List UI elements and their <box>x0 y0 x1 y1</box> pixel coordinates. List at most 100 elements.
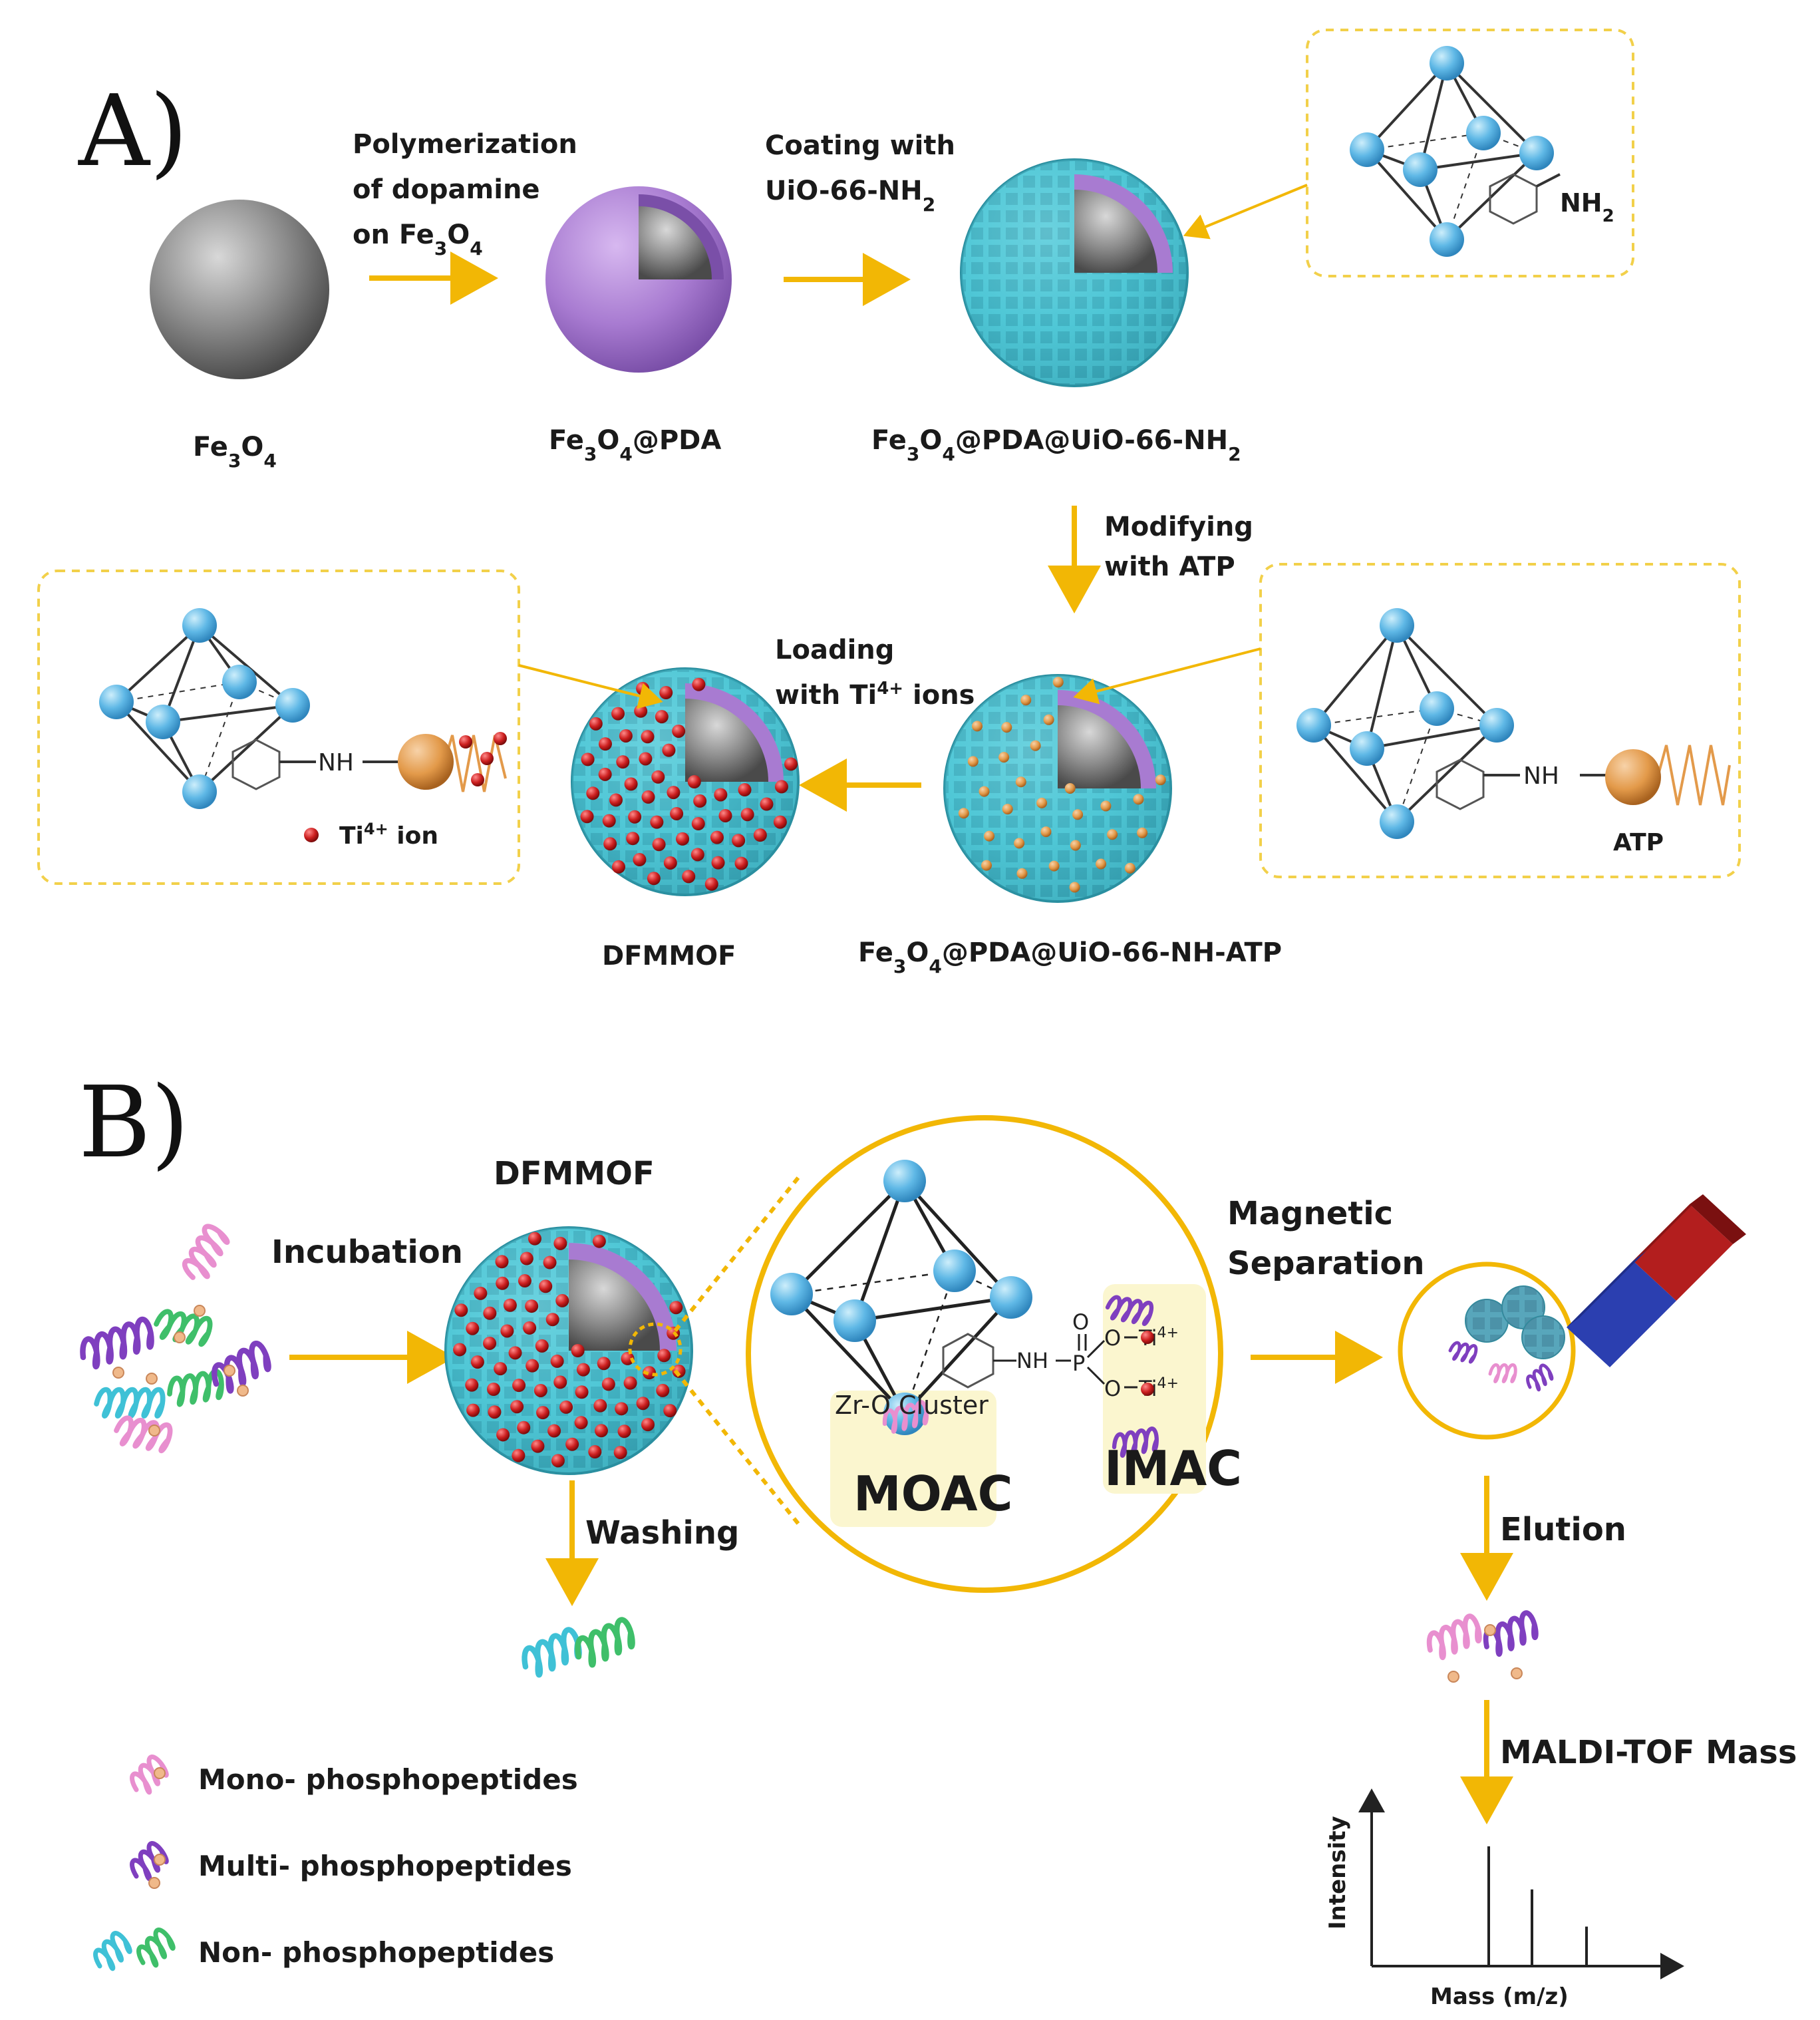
svg-text:NH: NH <box>1016 1348 1048 1373</box>
ti-ion-dot <box>574 1416 588 1430</box>
ti-ion-dot <box>518 1274 531 1288</box>
fe3o4-pda-uio-label: Fe3O4@PDA@UiO-66-NH2 <box>871 425 1241 465</box>
atp-dot <box>1096 858 1107 870</box>
washed-peptides <box>522 1617 635 1678</box>
phosphate-group <box>1484 1624 1496 1636</box>
multi-phosphopeptide <box>212 1340 271 1394</box>
atp-dot <box>1030 740 1041 751</box>
ti-ion-dot <box>657 1349 671 1363</box>
atp-dot <box>1043 714 1054 725</box>
ti-ion-dot <box>732 834 746 848</box>
ti-ion-dot <box>454 1303 468 1317</box>
ti-ion-dot <box>663 856 677 870</box>
ti-ion-dot <box>615 1402 629 1416</box>
phosphate-group <box>112 1367 124 1379</box>
svg-text:Polymerization: Polymerization <box>353 129 577 160</box>
pointer-atp-inset <box>1073 647 1261 705</box>
ti-ion-dot <box>531 1439 545 1453</box>
ti-ion-dot <box>617 1425 631 1438</box>
atp-dot <box>1002 804 1013 815</box>
multi-phosphopeptide <box>1105 1295 1154 1326</box>
ti-ion-dot <box>784 757 798 771</box>
ti-ion-dot <box>592 1234 606 1248</box>
ti-ion-dot <box>662 743 676 757</box>
ti-ion-dot <box>559 1400 573 1414</box>
ti-ion-dot <box>580 810 594 824</box>
atp-dot <box>1052 677 1064 688</box>
legend-mono-label: Mono- phosphopeptides <box>198 1763 578 1796</box>
non-phosphopeptide <box>94 1387 166 1419</box>
fe3o4-pda-uio-atp-particle <box>943 674 1172 903</box>
zr-o-cluster-label: Zr-O Cluster <box>835 1391 988 1420</box>
ti-ion-dot <box>588 1445 602 1459</box>
elution-label: Elution <box>1500 1511 1626 1548</box>
atp-dot <box>1040 826 1052 838</box>
ti-ion-dot <box>520 1252 533 1265</box>
legend-multi-icon <box>130 1841 169 1882</box>
svg-text:O: O <box>1104 1376 1121 1401</box>
svg-text:NH: NH <box>318 749 354 776</box>
ti-ion-dot <box>512 1379 526 1393</box>
atp-dot <box>972 721 983 732</box>
ti-ion-dot <box>500 1324 514 1338</box>
ti-ion-dot <box>626 832 640 846</box>
phosphate-group <box>1447 1671 1459 1683</box>
atp-dot <box>1036 797 1048 808</box>
zoom-circle: NH P O O O Ti4+ Ti4+ Zr-O Cluster MOAC I… <box>746 1115 1242 1593</box>
ti-ion-dot <box>555 1293 569 1307</box>
atp-dot <box>1072 809 1084 820</box>
ti-ion-dot <box>636 1397 650 1411</box>
svg-text:O: O <box>1104 1325 1121 1351</box>
ti-ion-dot <box>525 1299 539 1313</box>
ti-ion-dot <box>575 1385 589 1399</box>
ti-ion-dot <box>488 1405 502 1419</box>
ti-ion-dot <box>496 1276 510 1290</box>
spectrum-ylabel: Intensity <box>1324 1816 1351 1930</box>
ti-ion-dot <box>623 1376 637 1390</box>
svg-text:NH: NH <box>1523 762 1559 790</box>
ti-ion-dot <box>545 1313 559 1327</box>
ti-ion-dot <box>474 1286 488 1300</box>
mono-phosphopeptide <box>882 1400 929 1434</box>
svg-text:UiO-66-NH2: UiO-66-NH2 <box>765 176 935 216</box>
atp-dot <box>1070 840 1081 851</box>
inset-uio-nh2: NH2 <box>1306 29 1634 277</box>
atp-dot <box>1016 868 1028 879</box>
ti-ion-dot <box>633 853 647 867</box>
ti-ion-dot <box>655 710 669 724</box>
svg-text:ATP: ATP <box>1613 829 1664 856</box>
legend-mono-icon <box>130 1755 169 1795</box>
polymerization-step: Polymerization of dopamine on Fe3O4 <box>353 129 577 305</box>
svg-text:Coating with: Coating with <box>765 130 955 161</box>
ti-ion-dot <box>543 1256 557 1269</box>
atp-dot <box>967 756 979 767</box>
ti-ion-dot <box>535 1339 549 1353</box>
ti-ion-dot <box>586 786 600 800</box>
ti-ion-dot <box>611 707 625 721</box>
ti-ion-dot <box>628 810 642 824</box>
ti-ion-dot <box>597 1357 611 1371</box>
multi-phosphopeptide <box>1112 1427 1159 1458</box>
atp-dot <box>1133 794 1144 805</box>
eluted-peptides <box>1426 1610 1539 1683</box>
ti-ion-dot <box>453 1343 467 1357</box>
separation-circle <box>1398 1262 1576 1440</box>
incubation-label: Incubation <box>271 1234 463 1271</box>
inset-ti: NH Ti4+ ion <box>37 570 520 885</box>
multi-phosphopeptide <box>1526 1363 1554 1392</box>
imac-label: IMAC <box>1104 1440 1242 1496</box>
atp-dot <box>1048 860 1060 872</box>
atp-dot <box>1064 783 1076 794</box>
fe3o4-particle <box>150 200 329 379</box>
ti-ion-dot <box>483 1336 497 1350</box>
peptide-mixture <box>80 1224 271 1454</box>
atp-dot <box>1155 774 1166 786</box>
ti-ion-dot <box>669 1301 683 1315</box>
ti-ion-dot <box>710 830 724 844</box>
phosphate-group <box>154 1767 166 1779</box>
ti-ion-dot <box>598 767 612 781</box>
fe3o4-pda-uio-atp-label: Fe3O4@PDA@UiO-66-NH-ATP <box>858 937 1282 977</box>
atp-dot <box>998 752 1010 763</box>
phosphate-group <box>148 1425 160 1436</box>
fe3o4-label: Fe3O4 <box>193 432 277 472</box>
